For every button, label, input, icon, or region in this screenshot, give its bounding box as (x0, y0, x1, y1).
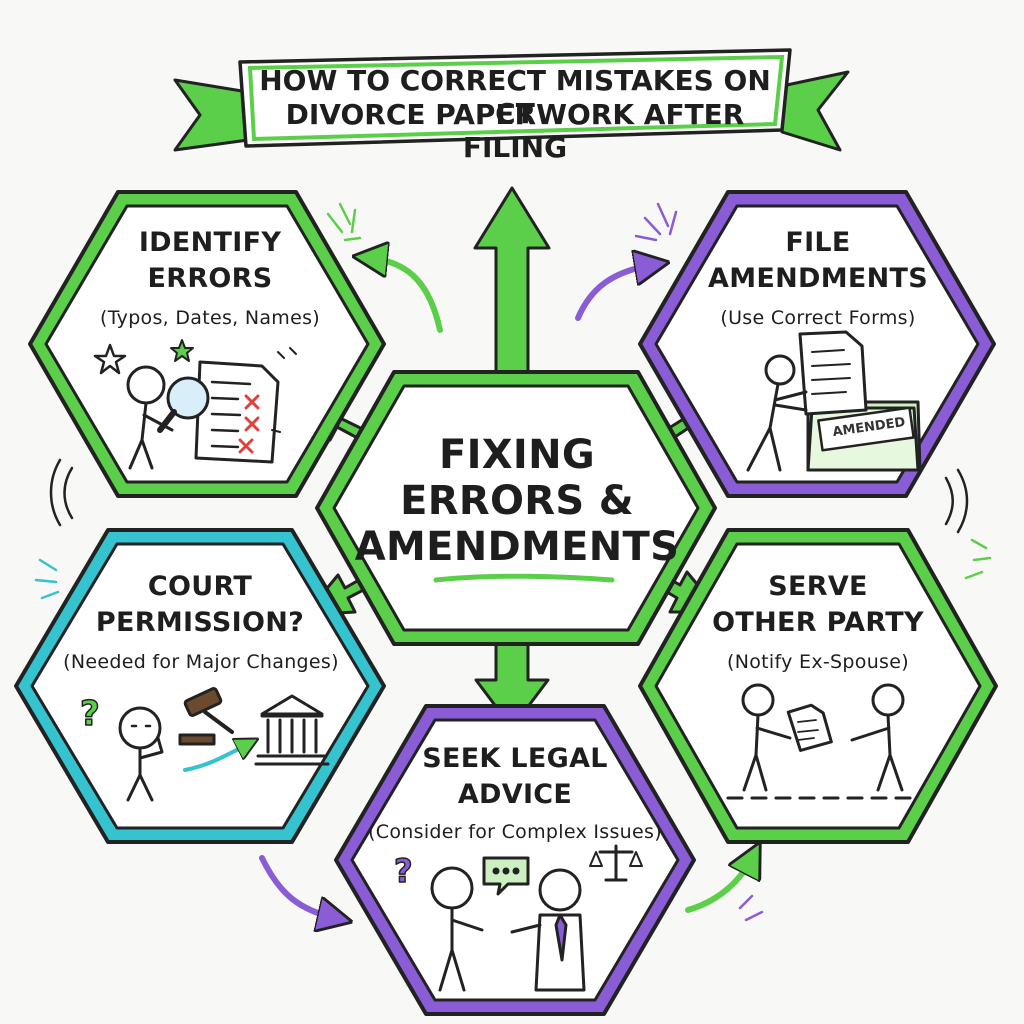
magnifier-icon (157, 376, 210, 433)
legal-advice-illustration: ? (393, 844, 643, 992)
question-mark-icon: ? (80, 694, 100, 734)
step-legal-subtitle: (Consider for Complex Issues) (368, 821, 662, 843)
flow-arrow-bottom-left (259, 855, 335, 918)
document-icon (194, 360, 280, 464)
stick-figure-icon (741, 683, 792, 792)
flow-arrows (259, 258, 752, 918)
document-icon (798, 330, 868, 416)
motion-marks (34, 202, 992, 922)
stick-figure-icon (126, 365, 166, 405)
stick-figure-icon (850, 683, 905, 792)
step-file-subtitle: (Use Correct Forms) (720, 307, 916, 329)
step-serve-subtitle: (Notify Ex-Spouse) (727, 651, 909, 673)
step-serve-title-2: OTHER PARTY (712, 607, 924, 638)
scales-icon (589, 844, 643, 882)
center-title-line-3: AMENDMENTS (354, 524, 680, 570)
arrow-to-court (183, 744, 248, 772)
step-court-title-2: PERMISSION? (95, 607, 305, 638)
identify-illustration (93, 339, 297, 470)
arrow-up (473, 186, 551, 387)
lawyer-figure-icon (510, 868, 586, 992)
step-legal-title-2: ADVICE (457, 779, 573, 810)
document-icon (786, 703, 833, 752)
center-hexagon (315, 370, 717, 646)
hex-identify-errors (28, 190, 386, 498)
flow-arrow-top-left (370, 258, 443, 333)
hex-serve-other-party (638, 528, 998, 844)
question-mark-icon: ? (394, 852, 413, 890)
stick-figure-icon (118, 706, 164, 802)
star-icon (170, 339, 194, 362)
step-court-subtitle: (Needed for Major Changes) (63, 651, 339, 673)
courthouse-icon (254, 694, 330, 766)
stick-figure-icon (746, 354, 808, 472)
center-title-line-1: FIXING (438, 432, 596, 478)
banner-title-line-1: HOW TO CORRECT MISTAKES ON CT (259, 64, 771, 130)
stick-figure-icon (430, 866, 484, 992)
title-banner (173, 48, 850, 152)
step-file-title-1: FILE (785, 227, 851, 258)
step-serve-title-1: SERVE (768, 571, 868, 602)
gavel-icon (178, 687, 234, 746)
banner-title-line-2: DIVORCE PAPERWORK AFTER FILING (285, 98, 745, 164)
step-court-title-1: COURT (147, 571, 253, 602)
flow-arrow-top-right (575, 265, 652, 321)
step-identify-subtitle: (Typos, Dates, Names) (99, 307, 321, 329)
court-permission-illustration: ? (79, 687, 330, 802)
file-amendments-illustration (746, 330, 922, 472)
speech-bubble-icon (482, 856, 530, 896)
step-identify-title-2: ERRORS (147, 263, 273, 294)
step-identify-title-1: IDENTIFY (138, 227, 282, 258)
flow-arrow-bottom-right (685, 858, 752, 913)
serve-illustration (726, 683, 922, 800)
center-title-line-2: ERRORS & (400, 478, 634, 524)
step-file-title-2: AMENDMENTS (708, 263, 928, 294)
star-icon (93, 343, 127, 375)
step-legal-title-1: SEEK LEGAL (422, 743, 608, 774)
